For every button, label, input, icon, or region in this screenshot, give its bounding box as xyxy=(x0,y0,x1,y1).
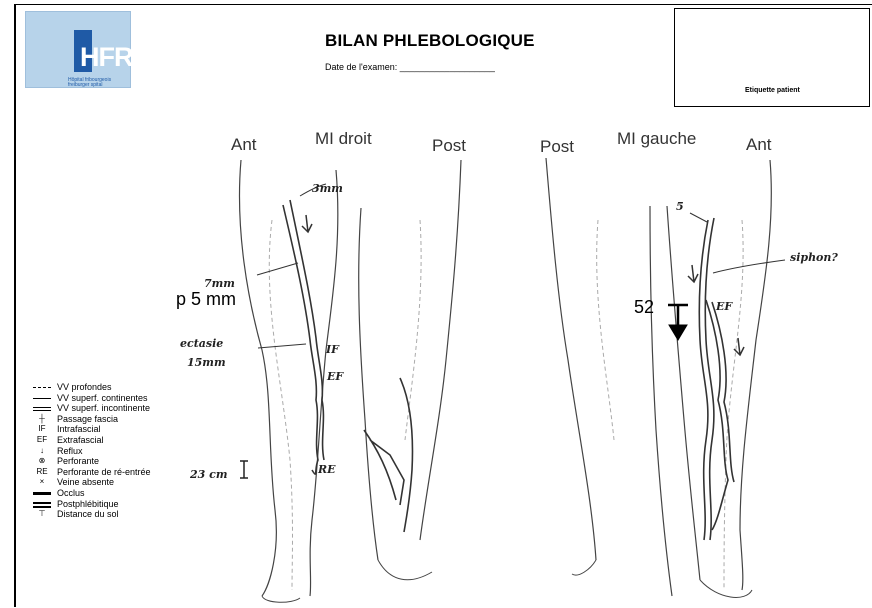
double-line-icon xyxy=(33,407,51,411)
re-icon: RE xyxy=(33,467,51,478)
annotation-p5mm: p 5 mm xyxy=(176,289,236,310)
thin-line-icon xyxy=(33,398,51,399)
annotation-52: 52 xyxy=(634,297,654,318)
left-varicose-veins xyxy=(690,213,785,540)
annotation-ef: EF xyxy=(327,370,343,383)
reflux-arrow-icon xyxy=(302,215,312,232)
cross-icon: × xyxy=(33,477,51,488)
annotation-ectasie: ectasie xyxy=(180,337,223,350)
right-incompetent-vein xyxy=(257,184,326,474)
right-distance-icon xyxy=(240,461,248,478)
annotation-15mm: 15mm xyxy=(187,356,226,369)
fascia-cross-icon: ┼ xyxy=(33,414,51,425)
dashed-line-icon xyxy=(33,387,51,388)
distance-arrow-icon xyxy=(668,305,688,340)
annotation-left-ef: EF xyxy=(716,300,732,313)
left-leg-anterior xyxy=(667,160,771,597)
down-arrow-icon: ↓ xyxy=(33,446,51,457)
annotation-3mm: 3mm xyxy=(312,182,343,195)
right-leg-posterior xyxy=(359,160,461,580)
annotation-re: RE xyxy=(318,463,336,476)
annotation-23cm: 23 cm xyxy=(190,468,227,481)
if-icon: IF xyxy=(33,424,51,435)
double-thick-line-icon xyxy=(33,502,51,508)
annotation-siphon: siphon? xyxy=(790,251,838,264)
ef-icon: EF xyxy=(33,435,51,446)
thick-line-icon xyxy=(33,492,51,495)
circle-cross-icon: ⊗ xyxy=(33,456,51,467)
annotation-5: 5 xyxy=(676,200,684,213)
left-leg-posterior xyxy=(546,158,672,596)
annotation-if: IF xyxy=(326,343,339,356)
t-arrow-icon: ⊤ xyxy=(33,509,51,520)
